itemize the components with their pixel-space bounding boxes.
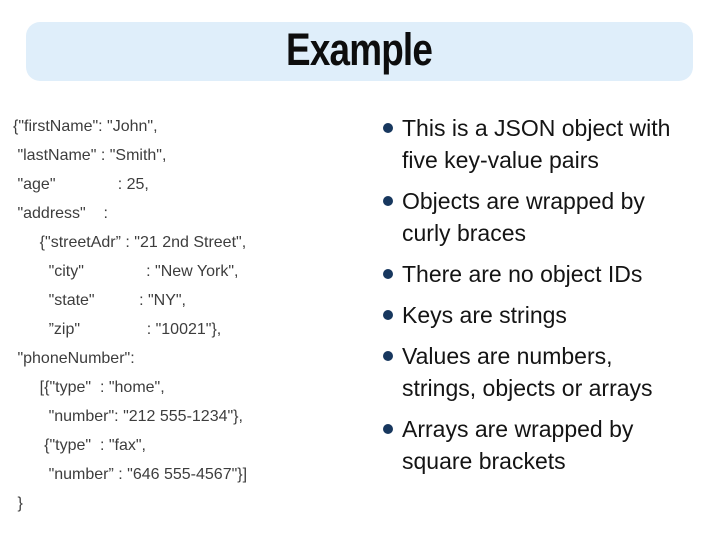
bullet-item: Arrays are wrapped by square brackets [383, 413, 713, 477]
bullet-item: There are no object IDs [383, 258, 713, 290]
code-line: "number": "212 555-1234"}, [13, 408, 243, 425]
code-line: [{"type" : "home", [13, 379, 165, 396]
bullet-list: This is a JSON object with five key-valu… [383, 112, 713, 486]
bullet-item: Keys are strings [383, 299, 713, 331]
code-line: "lastName" : "Smith", [13, 147, 167, 164]
bullet-icon [383, 310, 393, 320]
title-bar: Example [26, 22, 693, 81]
code-line: "number” : "646 555-4567"}] [13, 466, 248, 483]
slide-title: Example [286, 24, 433, 75]
code-line: "address" : [13, 205, 108, 222]
bullet-item: This is a JSON object with five key-valu… [383, 112, 713, 176]
code-line: } [13, 495, 23, 512]
bullet-icon [383, 196, 393, 206]
bullet-icon [383, 123, 393, 133]
bullet-item: Objects are wrapped by curly braces [383, 185, 713, 249]
bullet-icon [383, 424, 393, 434]
bullet-text: Objects are wrapped by curly braces [402, 188, 645, 246]
json-code-block: {"firstName": "John", "lastName" : "Smit… [13, 112, 373, 518]
code-line: "phoneNumber": [13, 350, 135, 367]
code-line: {"firstName": "John", [13, 118, 158, 135]
bullet-text: Values are numbers, strings, objects or … [402, 343, 653, 401]
bullet-text: Keys are strings [402, 302, 567, 328]
bullet-text: There are no object IDs [402, 261, 643, 287]
code-line: {"streetAdr” : "21 2nd Street", [13, 234, 247, 251]
code-line: {"type" : "fax", [13, 437, 146, 454]
bullet-item: Values are numbers, strings, objects or … [383, 340, 713, 404]
bullet-text: This is a JSON object with five key-valu… [402, 115, 671, 173]
code-line: "city" : "New York", [13, 263, 239, 280]
code-line: "age" : 25, [13, 176, 149, 193]
bullet-icon [383, 269, 393, 279]
bullet-text: Arrays are wrapped by square brackets [402, 416, 634, 474]
bullet-icon [383, 351, 393, 361]
code-line: "state" : "NY", [13, 292, 186, 309]
code-line: ”zip" : "10021"}, [13, 321, 222, 338]
